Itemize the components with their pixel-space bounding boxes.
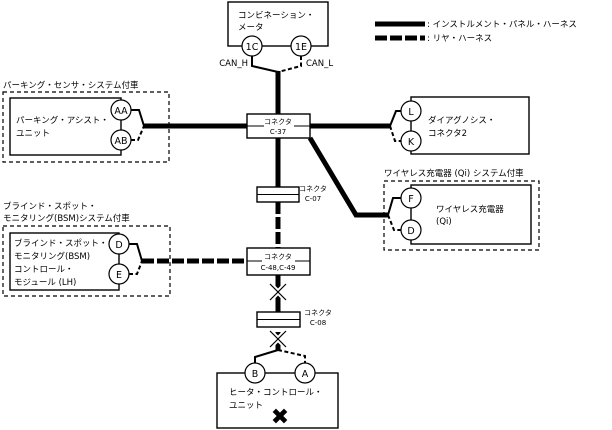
pin-f-label: F [408, 194, 413, 205]
wireless-charger-box [410, 184, 532, 245]
pin-e-label: E [116, 270, 122, 281]
fault-x-icon: ✖ [271, 405, 289, 430]
connector-c08: コネクタ C-08 [256, 308, 332, 328]
diagnosis-connector-name-2: コネクタ2 [428, 129, 467, 139]
heater-control-name-2: ユニット [229, 401, 263, 411]
signal-can-h: CAN_H [219, 59, 248, 69]
connector-c37: コネクタ C-37 [246, 113, 311, 139]
pin-ab-label: AB [114, 136, 127, 147]
pin-d-wireless [400, 219, 422, 241]
wire-wireless-d [387, 214, 403, 231]
bsm-group-label-1: ブラインド・スポット・ [3, 201, 97, 212]
parking-sensor-group: パーキング・センサ・システム付車 パーキング・アシスト・ ユニット AA AB [2, 80, 170, 163]
pin-a-label: A [302, 369, 309, 380]
wireless-group-border [383, 180, 540, 251]
wire-parking-aa [131, 109, 145, 127]
connector-c48-label-2: C-48,C-49 [261, 264, 296, 272]
connector-c48-label-1: コネクタ [264, 252, 292, 261]
wire-wireless-f [387, 197, 403, 216]
parking-group-label: パーキング・センサ・システム付車 [3, 80, 139, 91]
diagnosis-connector-name-1: ダイアグノシス・ [428, 115, 495, 126]
connector-c07-label-2: C-07 [305, 195, 321, 203]
legend-dashed-label: : リヤ・ハーネス [427, 34, 492, 44]
pin-d-wireless-label: D [407, 226, 414, 237]
pin-e [108, 263, 130, 285]
connector-c08-label-1: コネクタ [304, 308, 332, 317]
wireless-charger-group: ワイヤレス充電器 (Qi) システム付車 ワイヤレス充電器 (Qi) F D [383, 168, 540, 251]
bsm-module-name-3: コントロール・ [14, 265, 74, 275]
pin-aa [110, 99, 132, 121]
pin-ab [110, 129, 132, 151]
wire-meter-canh [251, 56, 279, 73]
combination-meter-name-2: メータ [238, 23, 264, 33]
wire-parking-ab [131, 125, 145, 141]
legend-solid-label: : インストルメント・パネル・ハーネス [427, 20, 577, 30]
legend: : インストルメント・パネル・ハーネス : リヤ・ハーネス [375, 20, 577, 44]
break-mark-lower [268, 329, 288, 349]
heater-control-unit: ヒータ・コントロール・ ユニット B A ✖ [216, 362, 339, 430]
pin-aa-label: AA [114, 106, 128, 117]
diagnosis-connector: ダイアグノシス・ コネクタ2 L K [400, 96, 530, 155]
combination-meter: コンビネーション・ メータ 1C 1E CAN_H CAN_L [219, 1, 333, 69]
pin-1c [241, 35, 263, 57]
bsm-group-label-2: モニタリング(BSM)システム付車 [3, 213, 130, 224]
break-mark-upper [268, 282, 288, 302]
connector-c48-c49: コネクタ C-48,C-49 [246, 247, 311, 276]
pin-d-bsm-label: D [115, 240, 122, 251]
bsm-group: ブラインド・スポット・ モニタリング(BSM)システム付車 ブラインド・スポット… [2, 201, 171, 297]
pin-l-label: L [408, 107, 414, 118]
parking-assist-name-1: パーキング・アシスト・ [16, 115, 109, 126]
pin-l [400, 100, 422, 122]
bsm-module-name-1: ブラインド・スポット・ [14, 238, 108, 249]
pin-1e-label: 1E [295, 42, 307, 53]
wire-diag-k [389, 125, 403, 142]
wireless-group-label: ワイヤレス充電器 (Qi) システム付車 [384, 168, 524, 179]
wire-bsm-e [129, 260, 143, 275]
connector-c08-label-2: C-08 [310, 319, 326, 327]
parking-assist-unit-box [9, 97, 122, 156]
parking-group-border [2, 91, 170, 163]
pin-b-label: B [252, 369, 259, 380]
diagnosis-connector-box [410, 96, 530, 155]
connector-c37-label-1: コネクタ [264, 117, 292, 126]
pin-f [400, 187, 422, 209]
pin-k-label: K [408, 137, 415, 148]
bsm-module-name-4: モジュール (LH) [14, 278, 76, 288]
pin-d-bsm [108, 233, 130, 255]
connector-c07-label-1: コネクタ [299, 184, 327, 193]
combination-meter-name-1: コンビネーション・ [238, 11, 314, 21]
pin-a [294, 362, 316, 384]
heater-control-box [216, 372, 339, 429]
wire-bsm-d [129, 243, 143, 262]
pin-k [400, 130, 422, 152]
wire-meter-canl [277, 56, 302, 73]
wire-wireless-trunk [307, 136, 388, 218]
pin-1c-label: 1C [246, 42, 259, 53]
connector-c07: コネクタ C-07 [256, 184, 327, 203]
wireless-charger-name-1: ワイヤレス充電器 [436, 204, 504, 215]
pin-b [244, 362, 266, 384]
heater-control-name-1: ヒータ・コントロール・ [229, 388, 323, 398]
bsm-module-name-2: モニタリング(BSM) [14, 251, 90, 262]
connector-c37-label-2: C-37 [270, 128, 286, 136]
bsm-module-box [9, 232, 120, 291]
wireless-charger-name-2: (Qi) [436, 217, 452, 227]
parking-assist-name-2: ユニット [16, 129, 50, 139]
pin-1e [290, 35, 312, 57]
signal-can-l: CAN_L [306, 59, 333, 69]
